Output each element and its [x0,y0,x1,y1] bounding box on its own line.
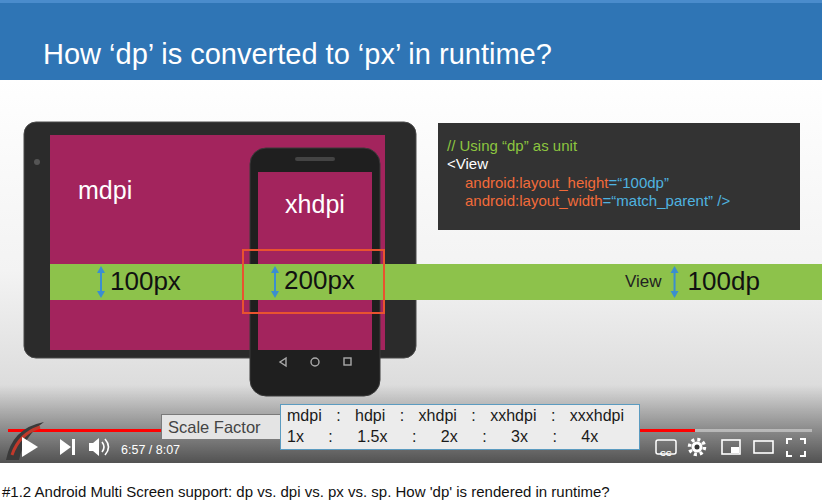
dimension-arrow [271,266,279,298]
settings-teeth [690,440,705,455]
miniplayer-inner [731,447,739,453]
scale-table-box: mdpi : hdpi : xhdpi : xxhdpi : xxxhdpi 1x… [280,404,640,450]
text-slot: <View [447,155,488,173]
arrow-head [271,266,279,273]
text-slot: 200px [284,266,355,296]
phone-speaker [295,157,335,161]
text-slot: 100dp [688,267,760,297]
label-slot: CC [660,442,672,460]
text-slot: Scale Factor [168,418,261,437]
attribute-name: android:layout_height [465,174,608,191]
arrow-shaft [100,271,102,293]
code-comment: // Using “dp” as unit [447,137,577,154]
miniplayer-icon [722,440,740,454]
text-slot: mdpi : hdpi : xhdpi : xxhdpi : xxxhdpi [287,407,624,425]
dimension-arrow [97,266,105,298]
density-row: mdpi : hdpi : xhdpi : xxhdpi : xxxhdpi [287,407,624,425]
text-slot: android:layout_width=“match_parent” /> [465,192,730,210]
text-slot: mdpi [78,176,132,205]
title-bar [0,0,822,80]
code-attribute: android:layout_width=“match_parent” /> [465,192,730,209]
scale-factor-heading: Scale Factor [168,418,261,437]
next-icon-bar [72,439,75,455]
arrow-head [671,291,679,298]
attribute-value: =“match_parent” /> [603,192,731,209]
slide-background [0,80,822,463]
settings-hole [695,445,700,450]
text-slot: View [625,272,662,292]
arrow-head [271,291,279,298]
arrow-head [97,291,105,298]
code-tag: <View [447,155,488,172]
theater-icon [754,441,773,453]
text-slot: // Using “dp” as unit [447,137,577,155]
play-icon [22,437,38,457]
density-band: 100px View 100dp [50,264,822,300]
caption-slot: #1.2 Android Multi Screen support: dp vs… [2,483,610,501]
text-slot: 100px [110,267,181,297]
text-slot: xhdpi [250,190,380,219]
title-bar-edge [0,0,822,3]
scale-row: 1x : 1.5x : 2x : 3x : 4x [287,428,598,446]
time-display: 6:57 / 8:07 [121,443,180,457]
arrow-shaft [674,271,676,293]
phone-screen [258,172,372,350]
home-button [311,358,319,366]
arrow-shaft [274,271,276,293]
volume-wave [102,442,104,452]
attribute-name: android:layout_width [465,192,603,209]
label-slot: 6:57 / 8:07 [121,440,180,458]
volume-wave [105,439,109,455]
title-slot: How ‘dp’ is converted to ‘px’ in runtime… [43,38,552,71]
recents-button [344,358,351,365]
back-button [280,358,286,366]
pixel-size: 100px [110,267,181,297]
text-slot: 1x : 1.5x : 2x : 3x : 4x [287,428,598,446]
density-name: mdpi [78,176,132,205]
captions-button-text: CC [660,449,672,458]
arrow-head [671,266,679,273]
slide-title: How ‘dp’ is converted to ‘px’ in runtime… [43,38,552,71]
logo-swoosh [6,422,44,460]
scale-factor-box: Scale Factor [161,414,285,440]
dimension-arrow [671,266,679,298]
fullscreen-icon [787,439,805,456]
video-caption: #1.2 Android Multi Screen support: dp vs… [2,483,610,500]
code-attribute: android:layout_height=“100dp” [465,174,669,191]
attribute-value: =“100dp” [608,174,668,191]
volume-icon [89,438,99,456]
code-box: // Using “dp” as unit<View android:layout… [438,123,800,230]
density-name: xhdpi [285,190,345,219]
settings-icon [692,442,703,453]
pixel-size: 200px [284,266,355,296]
highlight-box: 200px [242,249,385,314]
arrow-head [97,266,105,273]
tablet-camera [34,159,40,165]
text-slot: android:layout_height=“100dp” [465,174,669,192]
next-icon [60,439,71,455]
channel-logo [6,422,44,460]
view-label: View [625,272,662,292]
dp-size: 100dp [688,267,760,297]
player-shade [0,385,822,463]
